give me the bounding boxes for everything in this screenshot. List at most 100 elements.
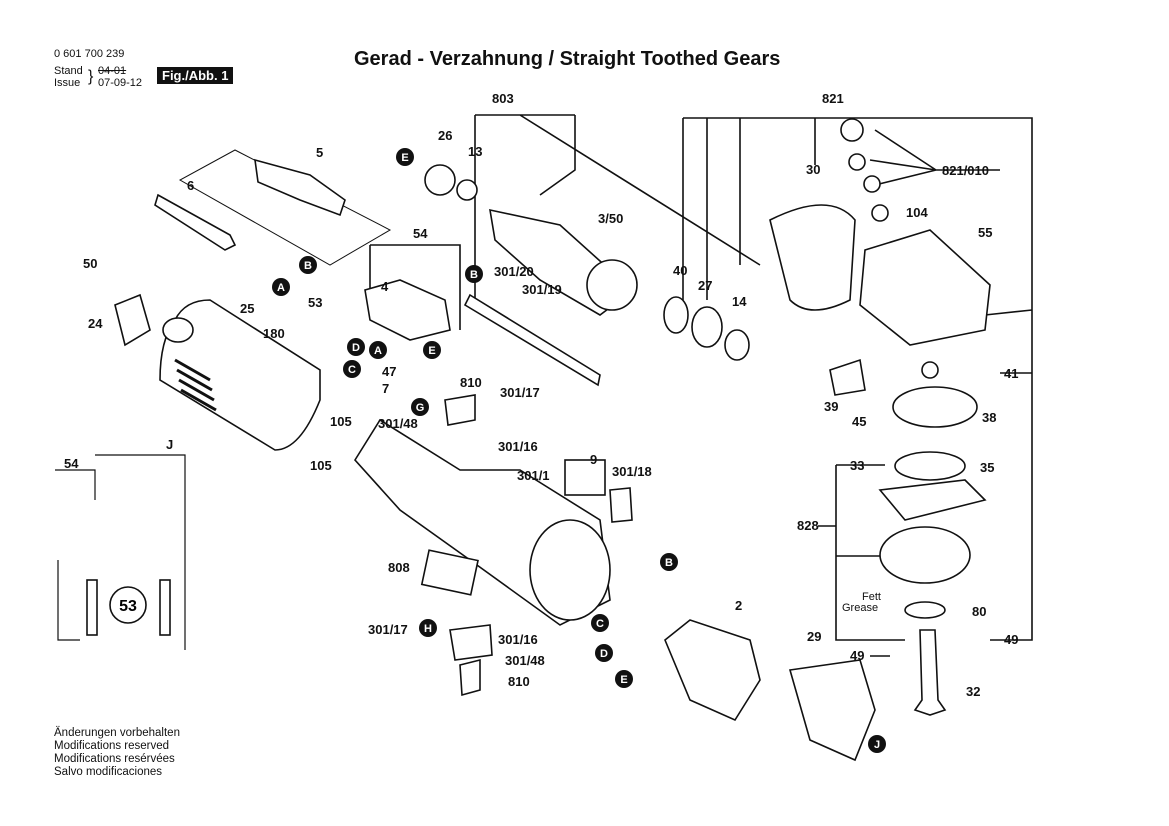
power-cable bbox=[154, 193, 237, 251]
badge-a2: A bbox=[369, 341, 387, 359]
leader-821 bbox=[682, 117, 1033, 373]
svg-text:B: B bbox=[470, 269, 478, 281]
callout-53: 53 bbox=[308, 295, 322, 310]
svg-text:A: A bbox=[374, 345, 382, 357]
svg-text:J: J bbox=[874, 739, 880, 751]
callout-301-17-b: 301/17 bbox=[368, 622, 408, 637]
bevel-gear bbox=[892, 386, 978, 428]
callout-104: 104 bbox=[906, 205, 928, 220]
callout-30: 30 bbox=[806, 162, 820, 177]
callout-828: 828 bbox=[797, 518, 819, 533]
callout-53-b: 54 bbox=[64, 456, 79, 471]
callout-301-20: 301/20 bbox=[494, 264, 534, 279]
spindle bbox=[913, 629, 947, 716]
leader-828 bbox=[818, 464, 905, 641]
callout-5: 5 bbox=[316, 145, 323, 160]
callout-301-48: 301/48 bbox=[378, 416, 418, 431]
callout-7: 7 bbox=[382, 381, 389, 396]
badge-e2: E bbox=[615, 670, 633, 688]
callout-13: 13 bbox=[468, 144, 482, 159]
callout-4: 4 bbox=[381, 279, 389, 294]
note-fr: Modifications resérvées bbox=[54, 753, 175, 765]
badge-d2: D bbox=[595, 644, 613, 662]
page-title: Gerad - Verzahnung / Straight Toothed Ge… bbox=[354, 48, 781, 70]
ring-35 bbox=[894, 451, 966, 481]
callout-39: 39 bbox=[824, 399, 838, 414]
callout-54: 54 bbox=[413, 226, 428, 241]
callout-49-b: 49 bbox=[850, 648, 864, 663]
note-en: Modifications reserved bbox=[54, 740, 170, 752]
svg-text:D: D bbox=[352, 342, 360, 354]
note-de: Änderungen vorbehalten bbox=[54, 727, 180, 739]
callout-27: 27 bbox=[698, 278, 712, 293]
badge-g: G bbox=[411, 398, 429, 416]
callout-24: 24 bbox=[88, 316, 103, 331]
callout-33: 33 bbox=[850, 458, 864, 473]
callout-301-16: 301/16 bbox=[498, 439, 538, 454]
callout-fett: Fett bbox=[862, 591, 881, 603]
callout-47: 47 bbox=[382, 364, 396, 379]
callout-50: 50 bbox=[83, 256, 97, 271]
callout-9: 9 bbox=[590, 452, 597, 467]
guard-30 bbox=[769, 204, 856, 311]
svg-text:D: D bbox=[600, 648, 608, 660]
badge-b3: B bbox=[660, 553, 678, 571]
callout-821-010: 821/010 bbox=[942, 163, 989, 178]
notes-block: Änderungen vorbehalten Modifications res… bbox=[54, 727, 180, 779]
callout-105-b: 105 bbox=[310, 458, 332, 473]
issue-value: 07-09-12 bbox=[98, 77, 143, 89]
svg-text:E: E bbox=[401, 152, 408, 164]
callout-26: 26 bbox=[438, 128, 452, 143]
svg-text:C: C bbox=[348, 364, 356, 376]
callout-301-1: 301/1 bbox=[517, 468, 550, 483]
flange-828 bbox=[879, 526, 971, 584]
badge-c1: C bbox=[343, 360, 361, 378]
callout-808: 808 bbox=[388, 560, 410, 575]
callout-6: 6 bbox=[187, 178, 194, 193]
callout-803: 803 bbox=[492, 91, 514, 106]
badge-b2: B bbox=[465, 265, 483, 283]
stand-value: 04-01 bbox=[98, 65, 127, 77]
callout-40: 40 bbox=[673, 263, 687, 278]
callout-38: 38 bbox=[982, 410, 996, 425]
callout-810: 810 bbox=[460, 375, 482, 390]
badge-e1: E bbox=[423, 341, 441, 359]
badge-j-bottom: J bbox=[868, 735, 886, 753]
badge-d1: D bbox=[347, 338, 365, 356]
part-number: 0 601 700 239 bbox=[54, 48, 125, 60]
callout-45: 45 bbox=[852, 414, 866, 429]
bearing-flange bbox=[878, 479, 987, 521]
callout-821: 821 bbox=[822, 91, 844, 106]
svg-text:B: B bbox=[665, 557, 673, 569]
callout-25: 25 bbox=[240, 301, 254, 316]
callout-32: 32 bbox=[966, 684, 980, 699]
callout-grease: Grease bbox=[842, 602, 878, 614]
callout-301-19: 301/19 bbox=[522, 282, 562, 297]
stand-label: Stand bbox=[54, 65, 83, 77]
callout-301-16-b: 301/16 bbox=[498, 632, 538, 647]
callout-80: 80 bbox=[972, 604, 986, 619]
svg-text:H: H bbox=[424, 623, 432, 635]
callout-301-18: 301/18 bbox=[612, 464, 652, 479]
callout-2: 2 bbox=[735, 598, 742, 613]
badge-j-top: E bbox=[396, 148, 414, 166]
issue-label: Issue bbox=[54, 77, 81, 89]
badge-h: H bbox=[419, 619, 437, 637]
badge-a1: A bbox=[272, 278, 290, 296]
callout-3-50: 3/50 bbox=[598, 211, 623, 226]
brace: } bbox=[88, 68, 94, 85]
callout-105-a: 105 bbox=[330, 414, 352, 429]
leader-821-010 bbox=[869, 129, 1000, 186]
svg-text:E: E bbox=[428, 345, 435, 357]
badge-b1: B bbox=[299, 256, 317, 274]
dash-5 bbox=[178, 149, 392, 266]
callout-301-48-b: 301/48 bbox=[505, 653, 545, 668]
svg-text:A: A bbox=[277, 282, 285, 294]
note-es: Salvo modificaciones bbox=[54, 766, 163, 778]
svg-text:E: E bbox=[620, 674, 627, 686]
callout-29: 29 bbox=[807, 629, 821, 644]
callout-55: 55 bbox=[978, 225, 992, 240]
callout-35: 35 bbox=[980, 460, 994, 475]
